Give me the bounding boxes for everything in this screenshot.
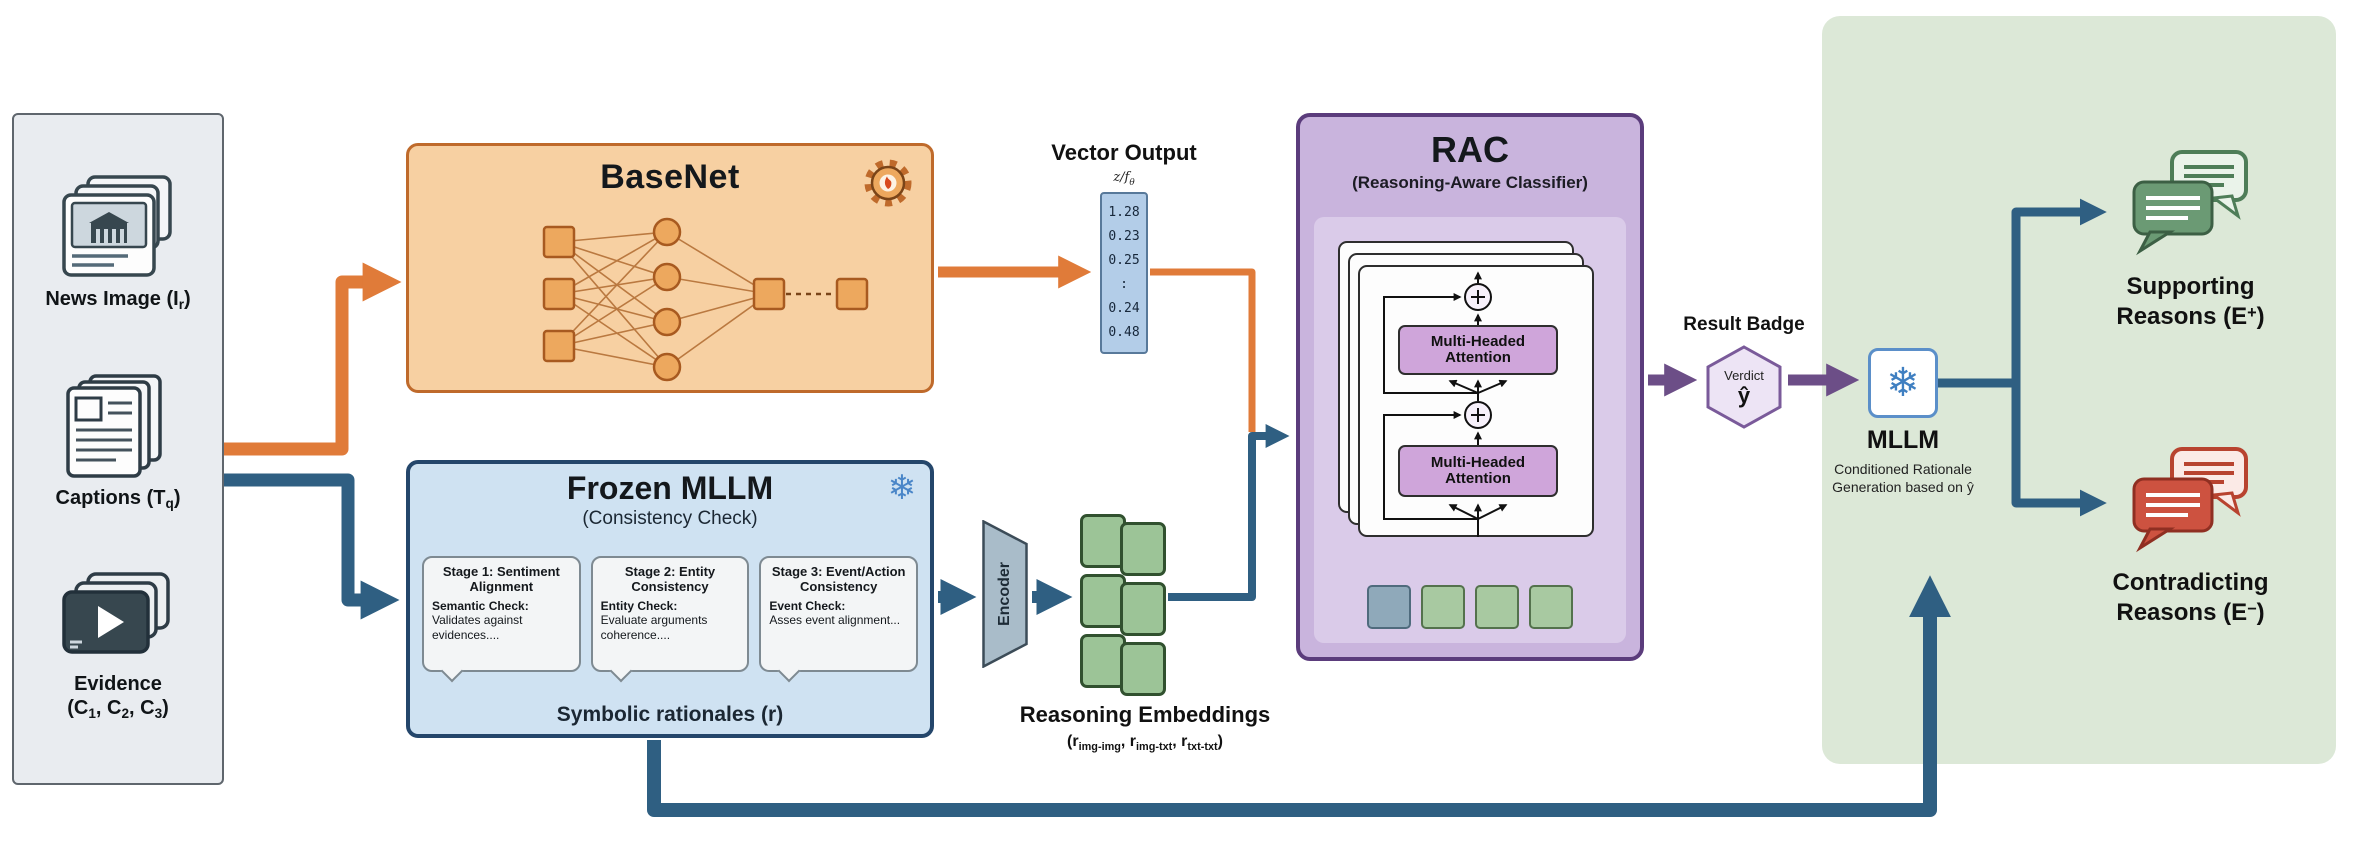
supporting-reasons-label: Supporting Reasons (E+) <box>2116 273 2265 330</box>
verdict-hexagon: Verdict ŷ <box>1705 344 1783 430</box>
stage-2-bubble: Stage 2: Entity Consistency Entity Check… <box>590 556 750 672</box>
rac-box: RAC (Reasoning-Aware Classifier) <box>1296 113 1644 661</box>
gear-flame-icon <box>864 159 912 207</box>
news-image-label: News Image (Ir) <box>45 288 191 313</box>
vector-values: 1.28 0.23 0.25 : 0.24 0.48 <box>1100 192 1148 354</box>
mllm-subtitle: Conditioned Rationale Generation based o… <box>1832 461 1974 496</box>
stage-1-bubble: Stage 1: Sentiment Alignment Semantic Ch… <box>422 556 581 672</box>
reasoning-embeddings-subtitle: (rimg-img, rimg-txt, rtxt-txt) <box>1067 733 1223 753</box>
basenet-title: BaseNet <box>600 158 740 196</box>
consistency-stages: Stage 1: Sentiment Alignment Semantic Ch… <box>422 556 919 672</box>
captions-icon <box>66 374 162 478</box>
encoder-label: Encoder <box>996 562 1013 627</box>
frozen-mllm-title: Frozen MLLM <box>566 470 774 506</box>
mllm-snowflake-box: ❄ <box>1868 348 1938 418</box>
feature-square <box>1421 585 1465 629</box>
symbolic-rationales-label: Symbolic rationales (r) <box>556 703 784 726</box>
arrow-inputs-to-basenet <box>224 262 402 456</box>
rac-subtitle: (Reasoning-Aware Classifier) <box>1352 173 1588 192</box>
embedding-tile <box>1120 582 1166 636</box>
mllm-title: MLLM <box>1866 426 1940 454</box>
frozen-mllm-box: Frozen MLLM (Consistency Check) ❄ Stage … <box>406 460 934 738</box>
contradicting-reasons-label: Contradicting Reasons (E−) <box>2112 569 2269 626</box>
evidence-icon <box>62 572 170 655</box>
vector-output-formula: z/fθ <box>1113 170 1135 188</box>
embedding-tile <box>1120 642 1166 696</box>
frozen-mllm-subtitle: (Consistency Check) <box>582 508 758 529</box>
basenet-box: BaseNet <box>406 143 934 393</box>
feature-square <box>1529 585 1573 629</box>
neural-network-graphic <box>542 217 869 382</box>
news-image-input: News Image (Ir) <box>45 175 191 313</box>
hexagon-shape <box>1706 345 1782 429</box>
contradicting-chat-icon <box>2132 447 2248 553</box>
snowflake-icon: ❄ <box>1886 360 1920 406</box>
multi-headed-attention-block: Multi-Headed Attention <box>1398 325 1558 375</box>
news-image-icon <box>62 175 172 278</box>
reasoning-embeddings-label: Reasoning Embeddings (rimg-img, rimg-txt… <box>975 702 1315 753</box>
rac-title: RAC <box>1431 129 1509 170</box>
attention-card: Multi-Headed Attention Multi-Headed Atte… <box>1358 265 1594 537</box>
captions-label: Captions (Tq) <box>55 486 181 511</box>
vector-output: Vector Output z/fθ 1.28 0.23 0.25 : 0.24… <box>1024 140 1224 354</box>
captions-input: Captions (Tq) <box>55 374 181 512</box>
feature-square <box>1367 585 1411 629</box>
feature-square <box>1475 585 1519 629</box>
evidence-label: Evidence (C1, C2, C3) <box>67 673 169 722</box>
embedding-tile <box>1120 522 1166 576</box>
rac-feature-squares <box>1300 585 1640 629</box>
result-badge: Result Badge Verdict ŷ <box>1682 314 1806 430</box>
supporting-chat-icon <box>2132 150 2248 256</box>
snowflake-icon: ❄ <box>887 468 917 508</box>
stage-3-bubble: Stage 3: Event/Action Consistency Event … <box>759 556 919 672</box>
result-badge-label: Result Badge <box>1683 314 1805 335</box>
vector-output-title: Vector Output <box>1051 140 1197 165</box>
reasoning-embeddings-stack <box>1080 512 1190 698</box>
attention-flow-graphic <box>1383 271 1508 537</box>
multi-headed-attention-block: Multi-Headed Attention <box>1398 445 1558 497</box>
evidence-input: Evidence (C1, C2, C3) <box>60 572 176 722</box>
encoder: Encoder <box>982 519 1028 669</box>
inputs-panel: News Image (Ir) Captions (Tq) <box>12 113 224 785</box>
arrow-inputs-to-frozen-mllm <box>224 473 400 620</box>
